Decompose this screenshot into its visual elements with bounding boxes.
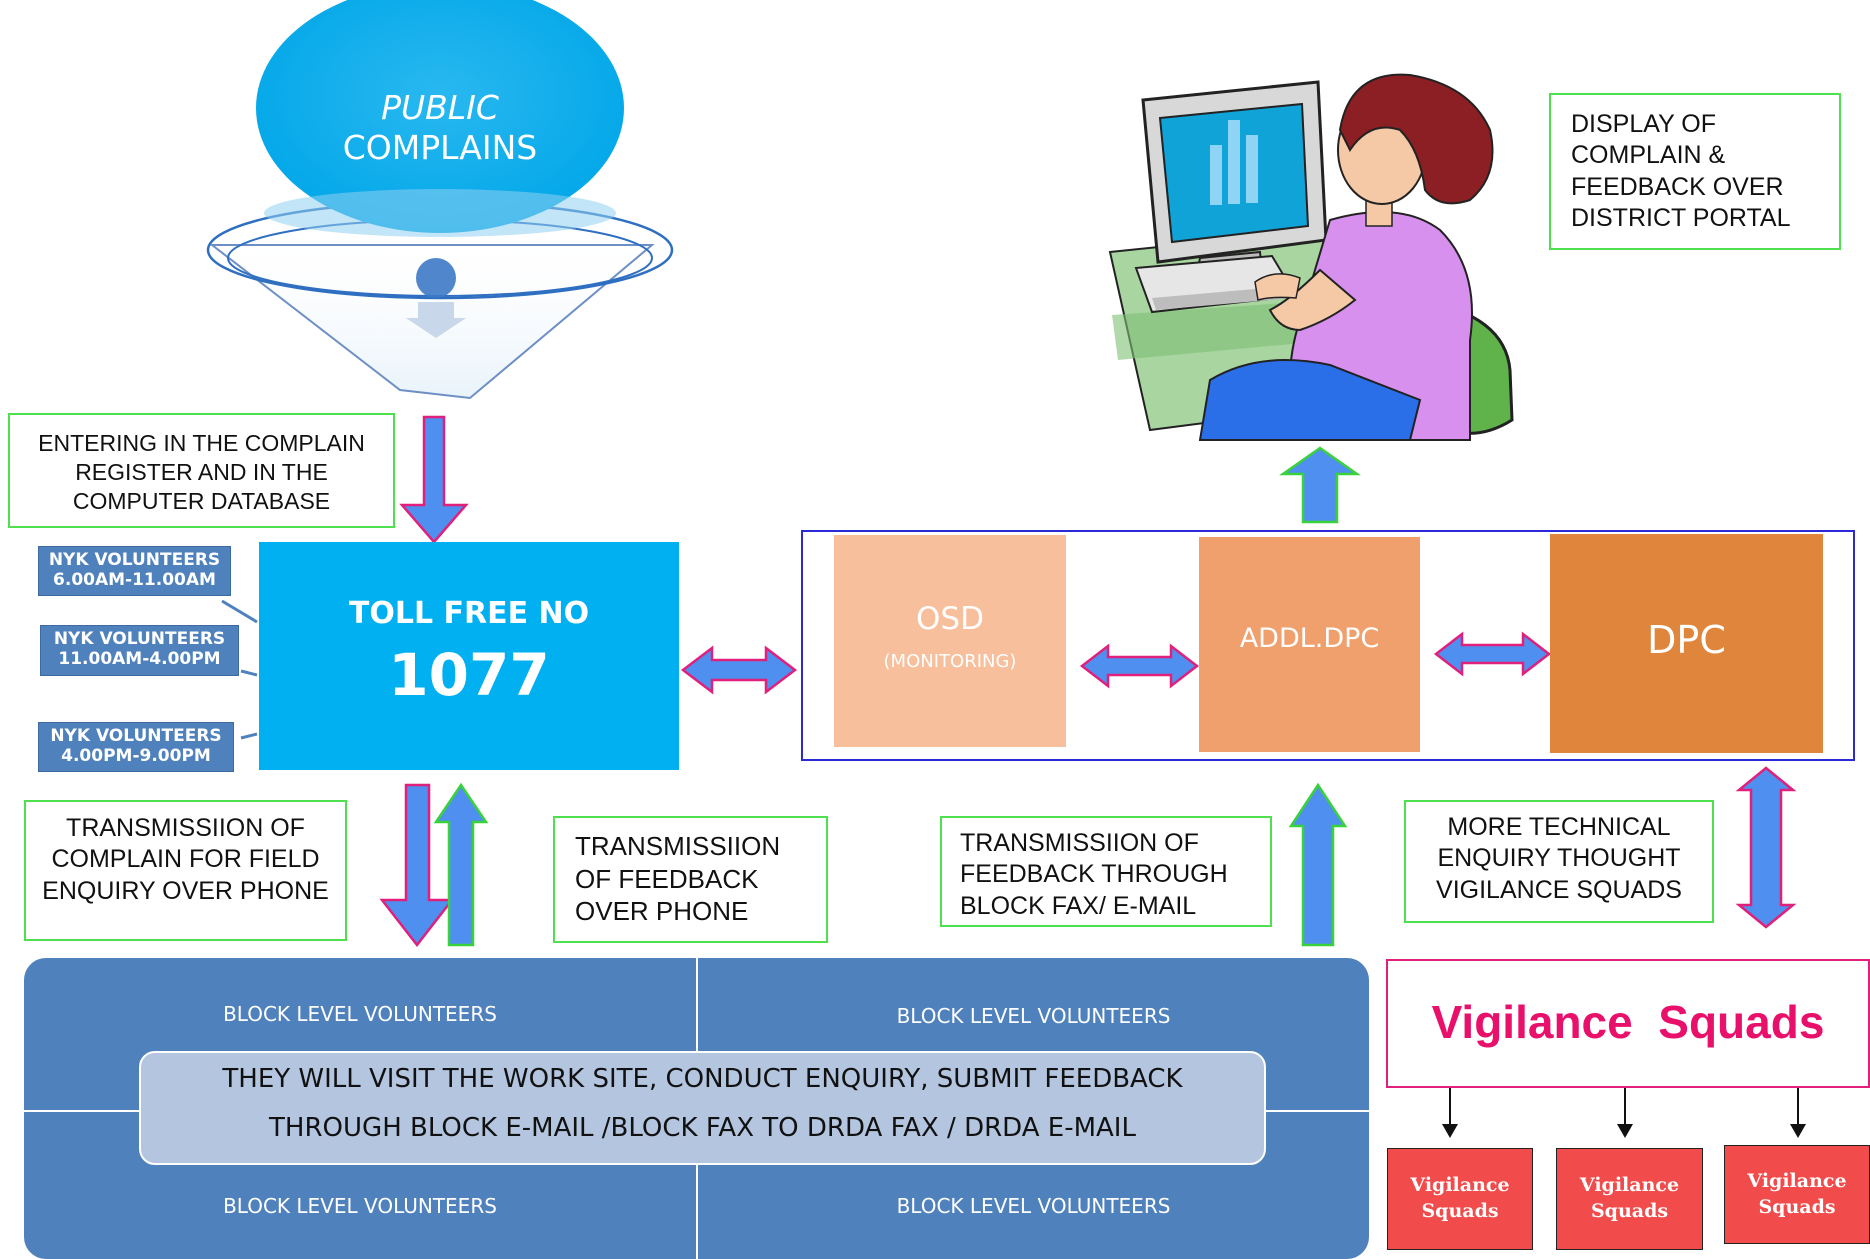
nyk-connector-2 xyxy=(240,669,258,677)
osd-label: OSD xyxy=(916,601,984,637)
block-level-panel: BLOCK LEVEL VOLUNTEERS BLOCK LEVEL VOLUN… xyxy=(24,958,1369,1259)
block-center-line2: THROUGH BLOCK E-MAIL /BLOCK FAX TO DRDA … xyxy=(269,1113,1136,1144)
osd-sublabel: (MONITORING) xyxy=(883,651,1017,672)
block-cell-bottom-left: BLOCK LEVEL VOLUNTEERS xyxy=(223,1194,497,1218)
addl-dpc-box: ADDL.DPC xyxy=(1199,537,1420,752)
block-cell-top-left: BLOCK LEVEL VOLUNTEERS xyxy=(223,1002,497,1026)
toll-free-box: TOLL FREE NO 1077 xyxy=(259,542,679,770)
note-display-portal: DISPLAY OF COMPLAIN & FEEDBACK OVER DIST… xyxy=(1549,93,1841,250)
dpc-label: DPC xyxy=(1647,618,1726,662)
toll-free-number: 1077 xyxy=(388,641,550,709)
note-entering-register: ENTERING IN THE COMPLAIN REGISTER AND IN… xyxy=(8,413,395,528)
arrow-tollfree-to-block xyxy=(379,783,455,948)
vigilance-squad-2: Vigilance Squads xyxy=(1556,1148,1703,1250)
funnel-title: PUBLIC COMPLAINS xyxy=(290,88,590,167)
vigilance-connectors xyxy=(1442,1088,1806,1138)
osd-box: OSD (MONITORING) xyxy=(834,535,1066,747)
arrow-funnel-to-tollfree xyxy=(399,415,469,544)
nyk-afternoon-line1: NYK VOLUNTEERS xyxy=(53,629,226,649)
note-transmission-phone-text: TRANSMISSIION OF FEEDBACK OVER PHONE xyxy=(575,831,781,926)
officers-panel xyxy=(801,530,1855,761)
nyk-connector-3 xyxy=(240,732,258,740)
vigilance-title-box: Vigilance Squads xyxy=(1386,959,1870,1088)
vigilance-squad-3-line2: Squads xyxy=(1758,1195,1836,1218)
nyk-evening-line2: 4.00PM-9.00PM xyxy=(61,746,211,767)
arrow-osd-addl xyxy=(1079,643,1200,689)
block-center-callout: THEY WILL VISIT THE WORK SITE, CONDUCT E… xyxy=(139,1051,1266,1165)
nyk-afternoon-line2: 11.00AM-4.00PM xyxy=(58,649,221,670)
funnel-icon xyxy=(206,0,674,400)
nyk-connector-1 xyxy=(221,599,258,624)
note-transmission-fax-text: TRANSMISSIION OF FEEDBACK THROUGH BLOCK … xyxy=(960,829,1228,920)
block-cell-top-right: BLOCK LEVEL VOLUNTEERS xyxy=(896,1004,1171,1028)
nyk-morning-line2: 6.00AM-11.00AM xyxy=(53,570,216,591)
vigilance-squad-3-line1: Vigilance xyxy=(1747,1169,1847,1192)
nyk-morning-line1: NYK VOLUNTEERS xyxy=(48,550,221,570)
funnel-title-line2: COMPLAINS xyxy=(342,127,538,167)
arrow-block-to-tollfree xyxy=(433,782,489,947)
nyk-volunteers-afternoon: NYK VOLUNTEERS 11.00AM-4.00PM xyxy=(40,625,239,676)
nyk-evening-line1: NYK VOLUNTEERS xyxy=(50,726,222,746)
vigilance-squad-2-line1: Vigilance xyxy=(1579,1174,1680,1197)
block-center-line1: THEY WILL VISIT THE WORK SITE, CONDUCT E… xyxy=(222,1064,1183,1094)
vigilance-squad-1: Vigilance Squads xyxy=(1387,1148,1533,1250)
arrow-tollfree-officers xyxy=(680,645,798,695)
nyk-volunteers-evening: NYK VOLUNTEERS 4.00PM-9.00PM xyxy=(38,722,234,772)
vigilance-title: Vigilance Squads xyxy=(1431,996,1825,1048)
note-technical-enquiry-text: MORE TECHNICAL ENQUIRY THOUGHT VIGILANCE… xyxy=(1436,813,1682,904)
arrow-dpc-vigilance xyxy=(1735,766,1797,929)
vigilance-squad-1-line1: Vigilance xyxy=(1410,1174,1510,1197)
note-transmission-fax: TRANSMISSIION OF FEEDBACK THROUGH BLOCK … xyxy=(940,816,1272,927)
note-transmission-field-text: TRANSMISSIION OF COMPLAIN FOR FIELD ENQU… xyxy=(42,814,329,905)
note-technical-enquiry: MORE TECHNICAL ENQUIRY THOUGHT VIGILANCE… xyxy=(1404,800,1714,923)
arrow-officers-to-portal xyxy=(1279,446,1361,524)
block-cell-bottom-right: BLOCK LEVEL VOLUNTEERS xyxy=(896,1194,1171,1218)
note-entering-register-text: ENTERING IN THE COMPLAIN REGISTER AND IN… xyxy=(38,430,365,514)
toll-free-label: TOLL FREE NO xyxy=(348,596,590,631)
dpc-box: DPC xyxy=(1550,534,1823,753)
vigilance-squad-2-line2: Squads xyxy=(1590,1200,1669,1222)
vigilance-squad-1-line2: Squads xyxy=(1421,1200,1499,1222)
note-transmission-phone: TRANSMISSIION OF FEEDBACK OVER PHONE xyxy=(553,816,828,943)
nyk-volunteers-morning: NYK VOLUNTEERS 6.00AM-11.00AM xyxy=(38,546,231,596)
note-display-portal-text: DISPLAY OF COMPLAIN & FEEDBACK OVER DIST… xyxy=(1571,110,1791,232)
woman-at-computer-icon xyxy=(1108,73,1514,441)
vigilance-squad-3: Vigilance Squads xyxy=(1724,1145,1870,1244)
arrow-addl-dpc xyxy=(1433,631,1552,677)
arrow-block-to-addl xyxy=(1288,782,1348,947)
funnel-title-line1: PUBLIC xyxy=(381,88,499,127)
note-transmission-field: TRANSMISSIION OF COMPLAIN FOR FIELD ENQU… xyxy=(24,800,347,941)
addl-dpc-label: ADDL.DPC xyxy=(1239,623,1380,654)
